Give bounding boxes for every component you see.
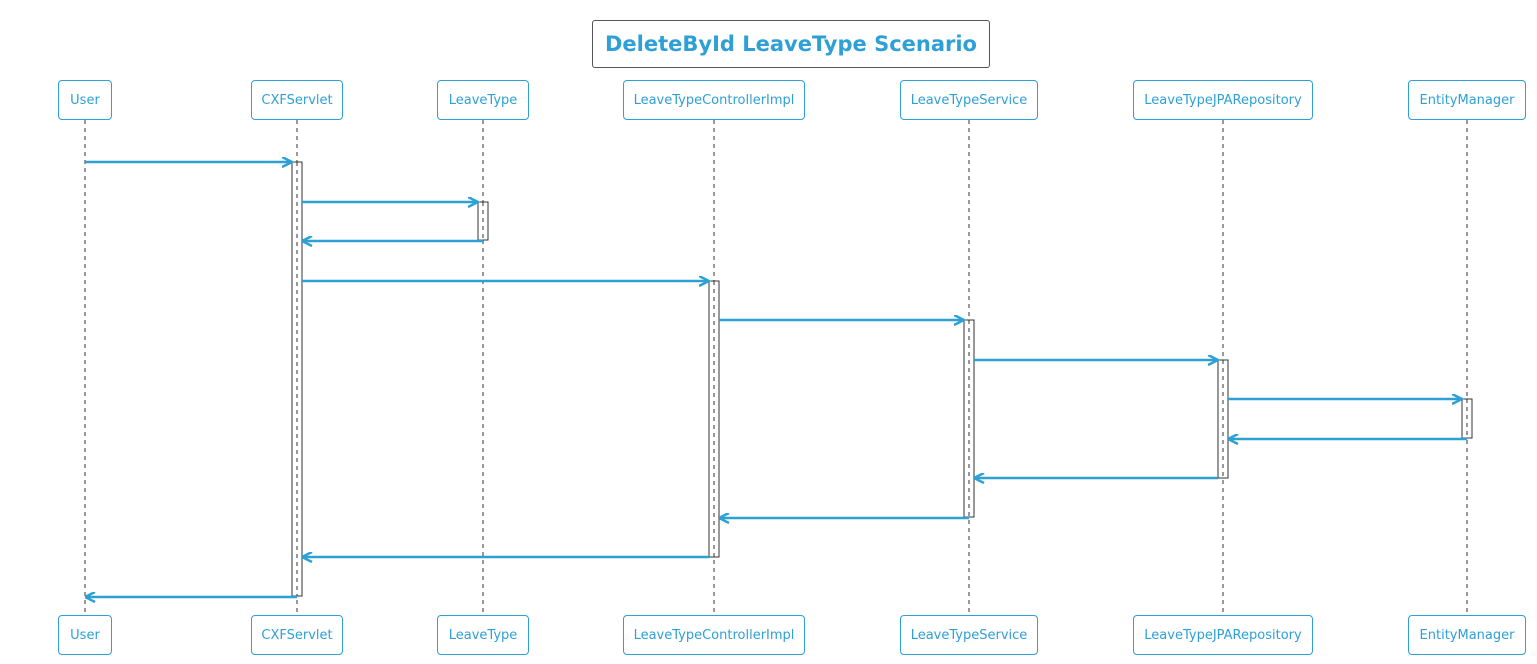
participant-controller-top: LeaveTypeControllerImpl [623,80,805,120]
participant-label: LeaveTypeJPARepository [1144,627,1302,643]
participant-leavetype-top: LeaveType [437,80,529,120]
participant-repository-bottom: LeaveTypeJPARepository [1133,615,1313,655]
participant-label: LeaveTypeService [910,627,1028,643]
participant-controller-bottom: LeaveTypeControllerImpl [623,615,805,655]
participant-service-top: LeaveTypeService [900,80,1038,120]
diagram-title: DeleteById LeaveType Scenario [604,32,977,56]
participant-label: LeaveTypeControllerImpl [633,627,795,643]
participant-label: CXFServlet [261,627,333,643]
participant-repository-top: LeaveTypeJPARepository [1133,80,1313,120]
participant-leavetype-bottom: LeaveType [437,615,529,655]
participant-label: LeaveType [448,92,518,108]
participant-label: LeaveTypeControllerImpl [633,92,795,108]
participant-label: EntityManager [1419,627,1515,643]
participant-user-bottom: User [58,615,112,655]
participant-user-top: User [58,80,112,120]
participant-cxfservlet-bottom: CXFServlet [251,615,343,655]
participant-label: User [70,92,100,108]
participant-entitymanager-top: EntityManager [1408,80,1526,120]
participant-label: CXFServlet [261,92,333,108]
participant-cxfservlet-top: CXFServlet [251,80,343,120]
participant-label: User [70,627,100,643]
diagram-title-box: DeleteById LeaveType Scenario [592,20,990,68]
participant-label: LeaveType [448,627,518,643]
participant-entitymanager-bottom: EntityManager [1408,615,1526,655]
participant-label: LeaveTypeJPARepository [1144,92,1302,108]
participant-label: LeaveTypeService [910,92,1028,108]
participant-service-bottom: LeaveTypeService [900,615,1038,655]
participant-label: EntityManager [1419,92,1515,108]
